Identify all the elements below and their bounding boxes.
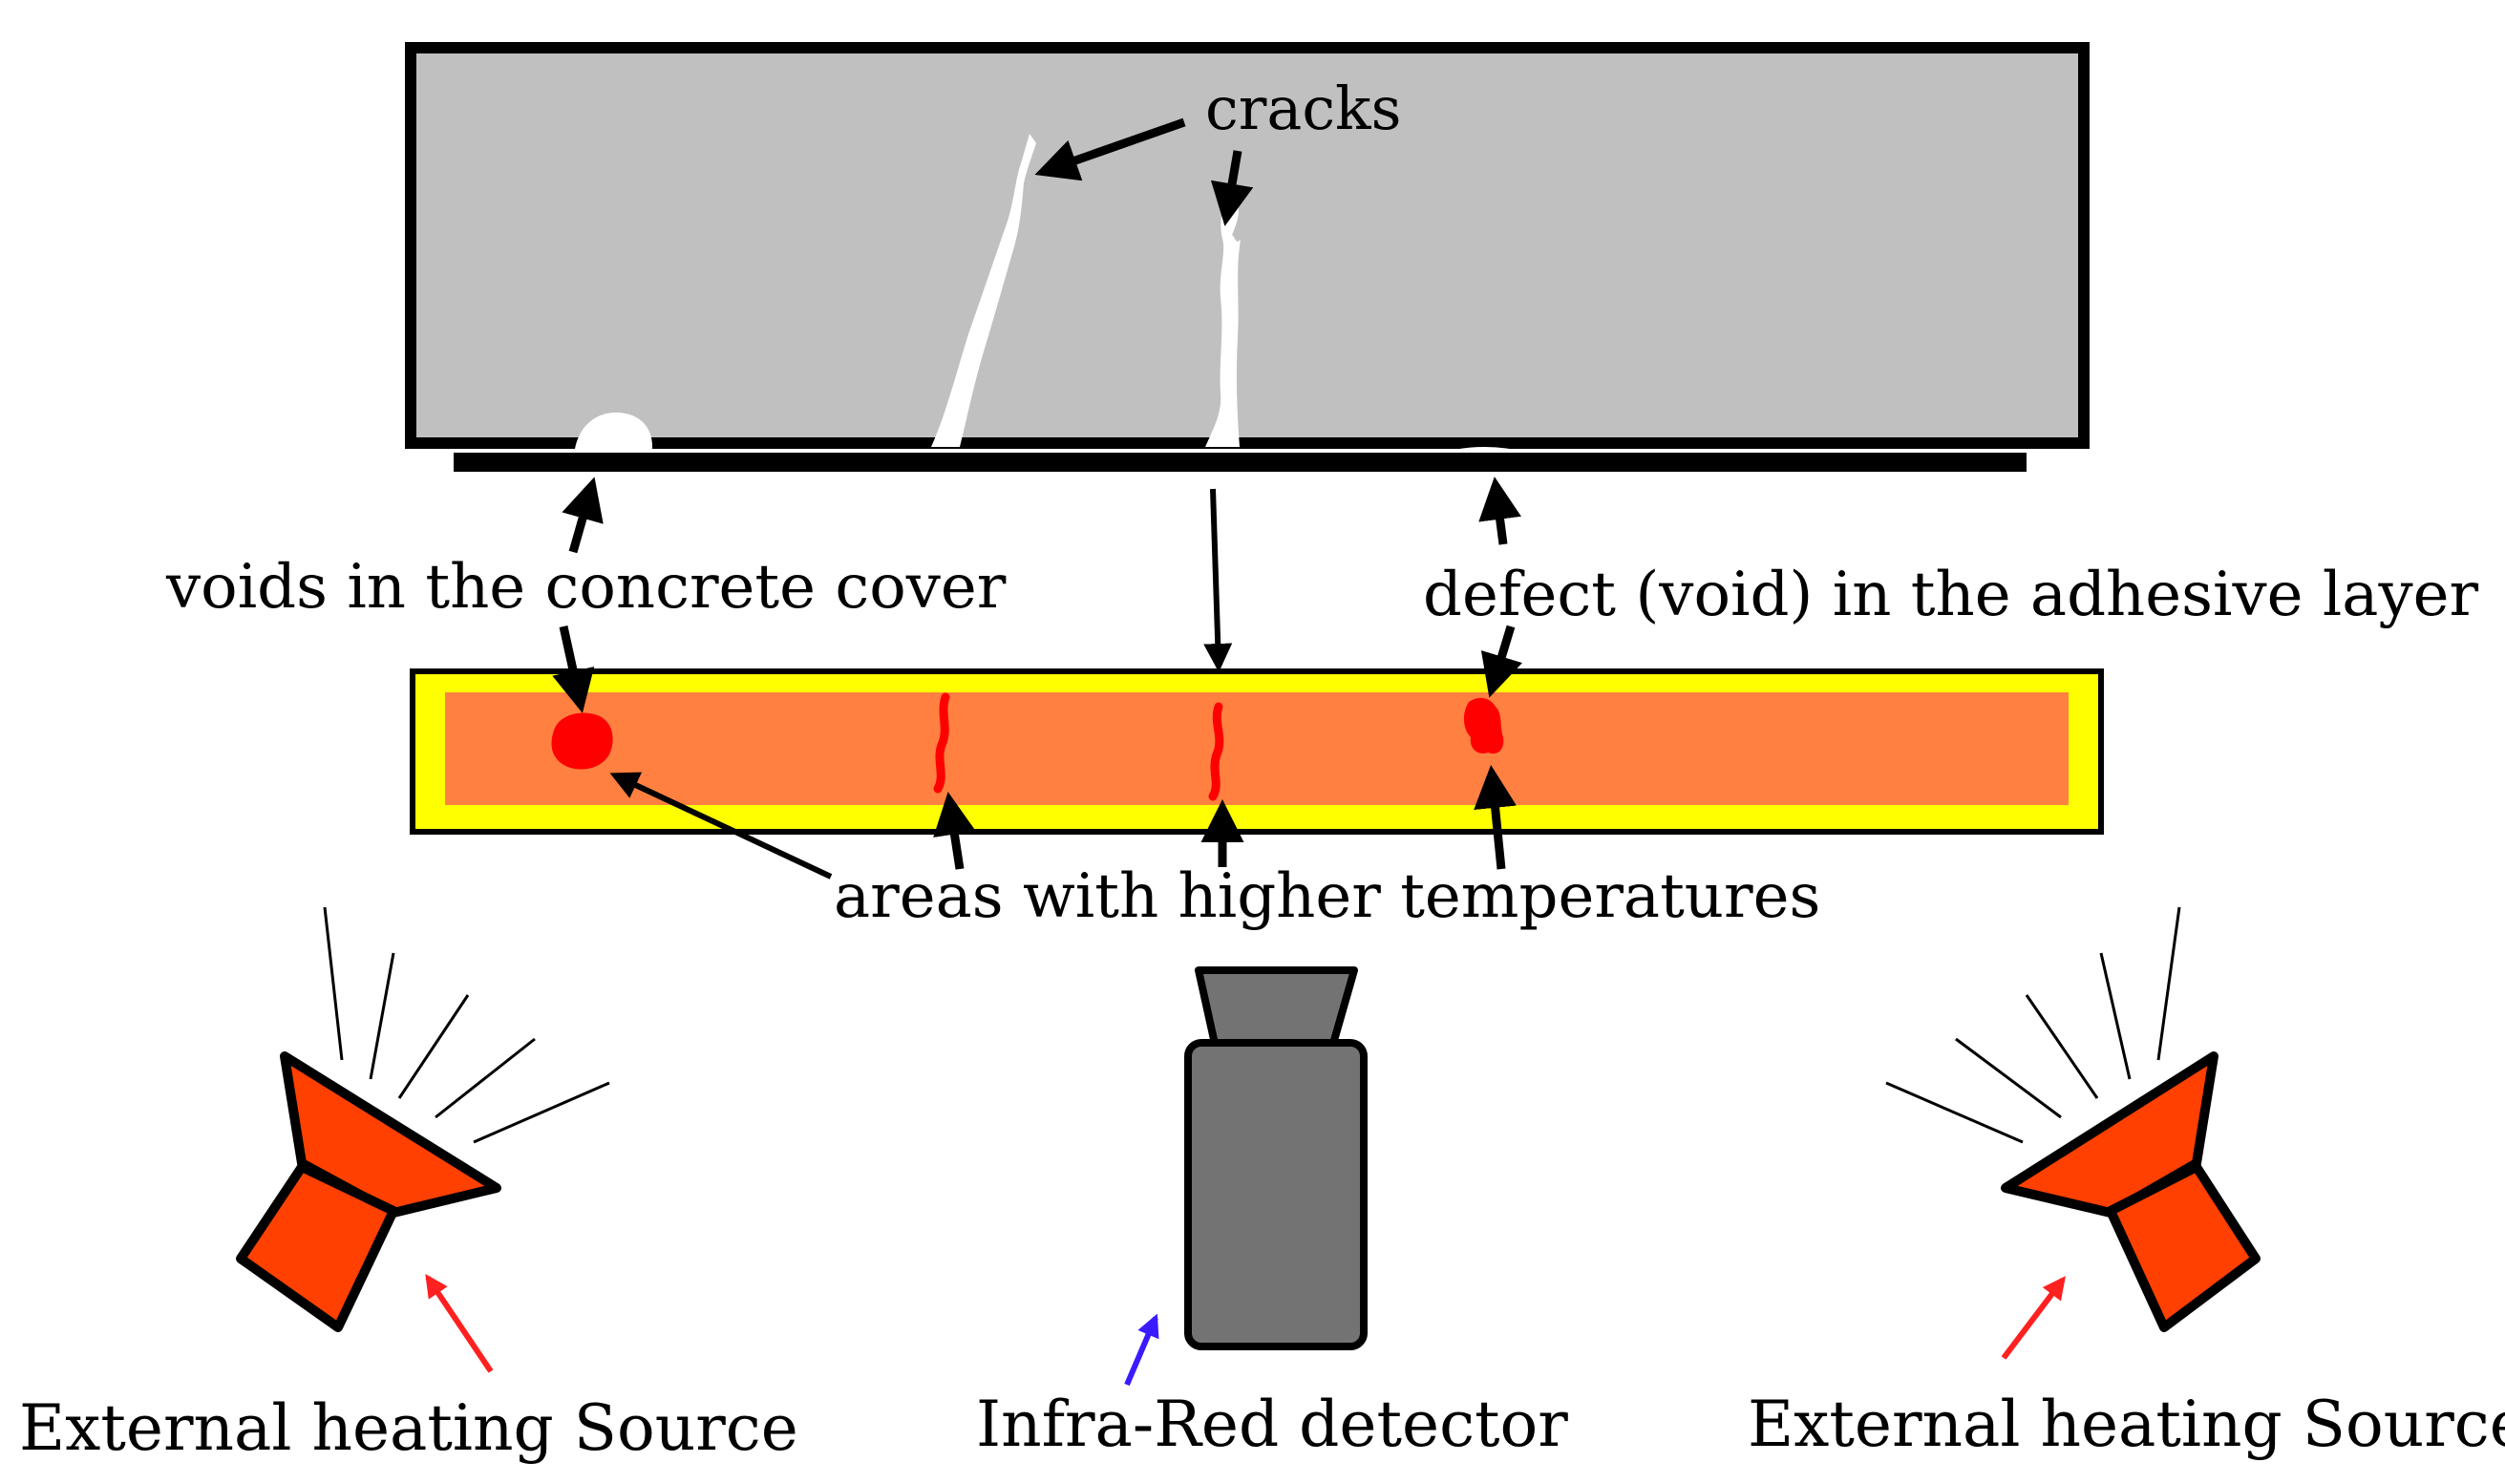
- heater-right-body: [2106, 1162, 2261, 1332]
- label-higher-temp: areas with higher temperatures: [834, 861, 1820, 932]
- camera-icon: [1184, 966, 1368, 1350]
- label-defect-adhesive: defect (void) in the adhesive layer: [1423, 560, 2478, 630]
- concrete-beam: [405, 42, 2090, 472]
- heater-icon: [236, 906, 610, 1332]
- heater-icon: [1885, 906, 2261, 1332]
- heat-rays-left: [323, 906, 610, 1144]
- adhesive-void: [1440, 447, 1528, 453]
- crack-1: [931, 134, 1036, 447]
- arrow-cracks-2: [1210, 150, 1254, 226]
- arrow-cracks-1: [1034, 117, 1186, 181]
- label-voids-cover: voids in the concrete cover: [165, 552, 1007, 623]
- arrow-defect-up: [1478, 477, 1521, 545]
- heat-rays-right: [1885, 906, 2181, 1144]
- arrow-center-down: [1203, 488, 1233, 672]
- pointer-heat-source-left: [425, 1274, 494, 1373]
- label-ir-detector: Infra-Red detector: [976, 1388, 1568, 1461]
- arrow-temp-1: [609, 772, 833, 880]
- frp-strip: [454, 453, 2027, 472]
- label-heat-source-left: External heating Source: [19, 1391, 798, 1465]
- hotspot-adhesive-defect: [1463, 697, 1504, 754]
- concrete-cover-void: [575, 413, 653, 449]
- arrow-temp-4: [1474, 765, 1517, 870]
- hotspot-crack-2: [1208, 702, 1224, 801]
- annotation-arrows: [552, 117, 1522, 880]
- arrow-defect-down: [1480, 625, 1522, 698]
- hotspot-void-cover: [551, 712, 613, 770]
- hotspot-crack-1: [933, 692, 950, 794]
- crack-2: [1205, 199, 1241, 447]
- pointer-ir-detector: [1124, 1313, 1159, 1387]
- thermal-inner: [445, 692, 2069, 805]
- thermal-image: [410, 668, 2104, 835]
- pointer-heat-source-right: [2001, 1276, 2066, 1360]
- arrow-voids-up: [562, 477, 604, 554]
- detector-body: [1184, 1039, 1368, 1350]
- arrow-voids-down: [552, 625, 595, 713]
- label-heat-source-right: External heating Source: [1748, 1388, 2505, 1461]
- heater-left-body: [236, 1162, 398, 1332]
- detector-lens: [1195, 966, 1358, 1048]
- concrete-body: [405, 42, 2090, 449]
- arrow-temp-2: [933, 792, 976, 870]
- label-cracks: cracks: [1205, 74, 1401, 143]
